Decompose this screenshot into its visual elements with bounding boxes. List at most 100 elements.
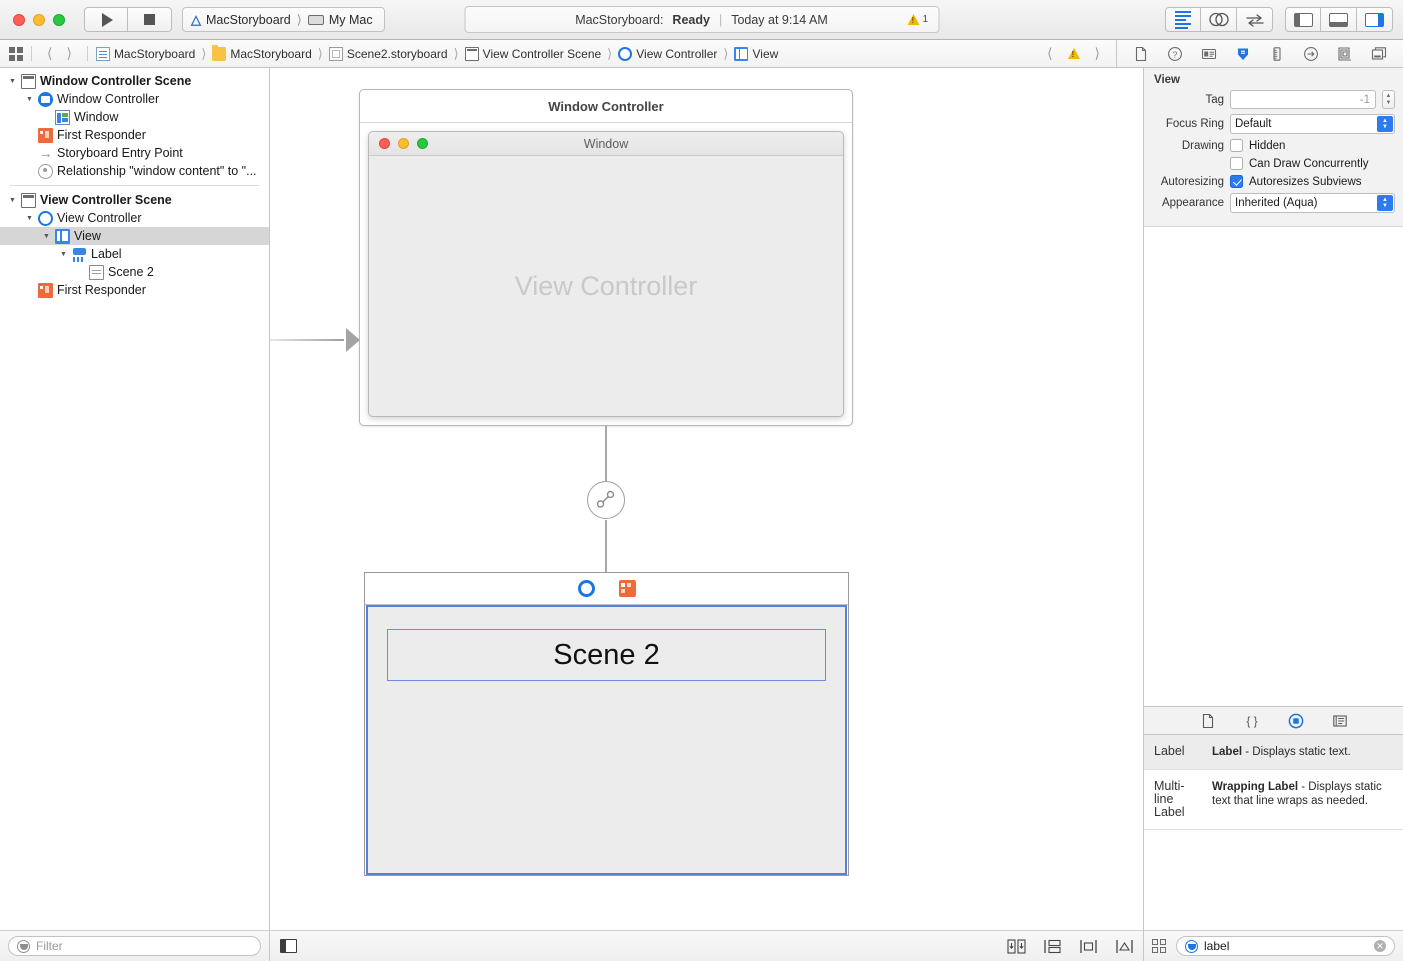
breadcrumb: MacStoryboard⟩ MacStoryboard⟩ Scene2.sto… bbox=[95, 44, 778, 62]
size-inspector-icon[interactable] bbox=[1269, 46, 1285, 62]
outline-row[interactable]: ▼→Storyboard Entry Point bbox=[0, 144, 269, 162]
library-search-input[interactable]: label ✕ bbox=[1176, 936, 1395, 956]
media-library-icon[interactable] bbox=[1332, 713, 1348, 729]
run-button[interactable] bbox=[84, 7, 128, 32]
disclosure-triangle-icon[interactable]: ▼ bbox=[43, 232, 50, 240]
chevron-updown-icon: ▲▼ bbox=[1377, 195, 1393, 211]
library-filter-bar: label ✕ bbox=[1144, 930, 1403, 961]
file-template-library-icon[interactable] bbox=[1200, 713, 1216, 729]
clear-search-icon[interactable]: ✕ bbox=[1374, 940, 1386, 952]
label-object[interactable]: Scene 2 bbox=[387, 629, 826, 681]
effects-inspector-icon[interactable] bbox=[1371, 46, 1387, 62]
breadcrumb-item-storyboard[interactable]: Scene2.storyboard⟩ bbox=[328, 46, 461, 62]
can-draw-concurrently-checkbox[interactable] bbox=[1230, 157, 1243, 170]
view-canvas-selected[interactable]: Scene 2 bbox=[366, 605, 847, 875]
pin-button[interactable] bbox=[1115, 939, 1134, 954]
related-items-icon[interactable] bbox=[9, 46, 23, 61]
stop-button[interactable] bbox=[128, 7, 172, 32]
view-controller-scene-card[interactable]: Scene 2 bbox=[364, 572, 849, 876]
outline-row[interactable]: ▼First Responder bbox=[0, 281, 269, 299]
previous-issue-button[interactable]: ⟨ bbox=[1047, 45, 1053, 61]
disclosure-triangle-icon[interactable]: ▼ bbox=[26, 214, 33, 222]
appearance-select[interactable]: Inherited (Aqua) ▲▼ bbox=[1230, 193, 1395, 213]
library-view-mode-icon[interactable] bbox=[1152, 939, 1166, 953]
outline-row[interactable]: ▼View bbox=[0, 227, 269, 245]
navigator-toggle-button[interactable] bbox=[1285, 7, 1321, 32]
editor-area: Window Controller Window View Controller bbox=[270, 68, 1143, 961]
outline-row[interactable]: ▼View Controller Scene bbox=[0, 191, 269, 209]
view-controller-icon[interactable] bbox=[577, 580, 595, 597]
update-frames-button[interactable] bbox=[1007, 938, 1026, 954]
minimize-button[interactable] bbox=[33, 13, 45, 26]
document-outline-toggle-button[interactable] bbox=[280, 939, 297, 953]
outline-row[interactable]: ▼Window bbox=[0, 108, 269, 126]
outline-row[interactable]: ▼Scene 2 bbox=[0, 263, 269, 281]
segue-badge[interactable] bbox=[587, 481, 625, 519]
window-preview[interactable]: Window View Controller bbox=[368, 131, 844, 417]
utilities-toggle-button[interactable] bbox=[1357, 7, 1393, 32]
breadcrumb-item-view[interactable]: View bbox=[734, 46, 778, 61]
disclosure-triangle-icon[interactable]: ▼ bbox=[9, 196, 16, 204]
outline-row[interactable]: ▼Relationship "window content" to "... bbox=[0, 162, 269, 180]
hidden-checkbox-row[interactable]: Hidden bbox=[1230, 139, 1285, 152]
breadcrumb-item-view-controller[interactable]: View Controller⟩ bbox=[618, 46, 730, 62]
can-draw-concurrently-checkbox-row[interactable]: Can Draw Concurrently bbox=[1230, 157, 1369, 170]
scheme-selector[interactable]: △ MacStoryboard ⟩ My Mac bbox=[182, 7, 385, 32]
code-snippet-library-icon[interactable]: { } bbox=[1244, 713, 1260, 729]
focus-ring-select[interactable]: Default ▲▼ bbox=[1230, 114, 1395, 134]
view-controller-icon bbox=[618, 46, 633, 61]
connections-inspector-icon[interactable] bbox=[1303, 46, 1319, 62]
activity-status-bar[interactable]: MacStoryboard: Ready | Today at 9:14 AM … bbox=[464, 6, 939, 33]
standard-editor-button[interactable] bbox=[1165, 7, 1201, 32]
tag-input[interactable]: -1 bbox=[1230, 90, 1376, 109]
warning-badge[interactable]: 1 bbox=[907, 14, 928, 25]
align-button[interactable] bbox=[1079, 939, 1098, 954]
tag-stepper[interactable]: ▲▼ bbox=[1382, 90, 1395, 109]
autoresizes-subviews-checkbox[interactable] bbox=[1230, 175, 1243, 188]
go-forward-button[interactable]: ⟩ bbox=[66, 45, 72, 61]
attributes-inspector-icon[interactable] bbox=[1235, 46, 1251, 62]
chevron-right-icon: ⟩ bbox=[296, 11, 302, 27]
storyboard-canvas[interactable]: Window Controller Window View Controller bbox=[270, 68, 1143, 930]
minimize-button[interactable] bbox=[398, 138, 409, 149]
bindings-inspector-icon[interactable] bbox=[1337, 46, 1353, 62]
autoresizing-row: Autoresizing Autoresizes Subviews bbox=[1152, 175, 1395, 188]
close-button[interactable] bbox=[379, 138, 390, 149]
quick-help-icon[interactable]: ? bbox=[1167, 46, 1183, 62]
filter-input[interactable]: Filter bbox=[8, 936, 261, 956]
file-inspector-icon[interactable] bbox=[1133, 46, 1149, 62]
outline-row[interactable]: ▼Window Controller Scene bbox=[0, 72, 269, 90]
first-responder-icon[interactable] bbox=[618, 580, 636, 597]
disclosure-triangle-icon[interactable]: ▼ bbox=[9, 77, 16, 85]
document-outline[interactable]: ▼Window Controller Scene▼Window Controll… bbox=[0, 68, 269, 930]
disclosure-triangle-icon[interactable]: ▼ bbox=[60, 250, 67, 258]
breadcrumb-item-project[interactable]: MacStoryboard⟩ bbox=[95, 46, 208, 62]
status-time: Today at 9:14 AM bbox=[731, 12, 828, 27]
zoom-button[interactable] bbox=[417, 138, 428, 149]
hidden-checkbox[interactable] bbox=[1230, 139, 1243, 152]
outline-row[interactable]: ▼Label bbox=[0, 245, 269, 263]
window-controller-scene-card[interactable]: Window Controller Window View Controller bbox=[359, 89, 853, 426]
assistant-editor-button[interactable] bbox=[1201, 7, 1237, 32]
autoresizes-subviews-checkbox-row[interactable]: Autoresizes Subviews bbox=[1230, 175, 1362, 188]
next-issue-button[interactable]: ⟩ bbox=[1094, 45, 1100, 61]
breadcrumb-item-folder[interactable]: MacStoryboard⟩ bbox=[212, 44, 324, 62]
embed-in-button[interactable] bbox=[1043, 939, 1062, 954]
outline-row[interactable]: ▼View Controller bbox=[0, 209, 269, 227]
go-back-button[interactable]: ⟨ bbox=[47, 45, 53, 61]
outline-row[interactable]: ▼Window Controller bbox=[0, 90, 269, 108]
zoom-button[interactable] bbox=[53, 13, 65, 26]
object-library-icon[interactable] bbox=[1288, 713, 1304, 729]
breadcrumb-item-scene[interactable]: View Controller Scene⟩ bbox=[464, 46, 615, 62]
disclosure-triangle-icon[interactable]: ▼ bbox=[26, 95, 33, 103]
debug-toggle-button[interactable] bbox=[1321, 7, 1357, 32]
identity-inspector-icon[interactable] bbox=[1201, 46, 1217, 62]
outline-row[interactable]: ▼First Responder bbox=[0, 126, 269, 144]
version-editor-button[interactable] bbox=[1237, 7, 1273, 32]
window-content-area[interactable]: View Controller bbox=[369, 156, 843, 416]
close-button[interactable] bbox=[13, 13, 25, 26]
